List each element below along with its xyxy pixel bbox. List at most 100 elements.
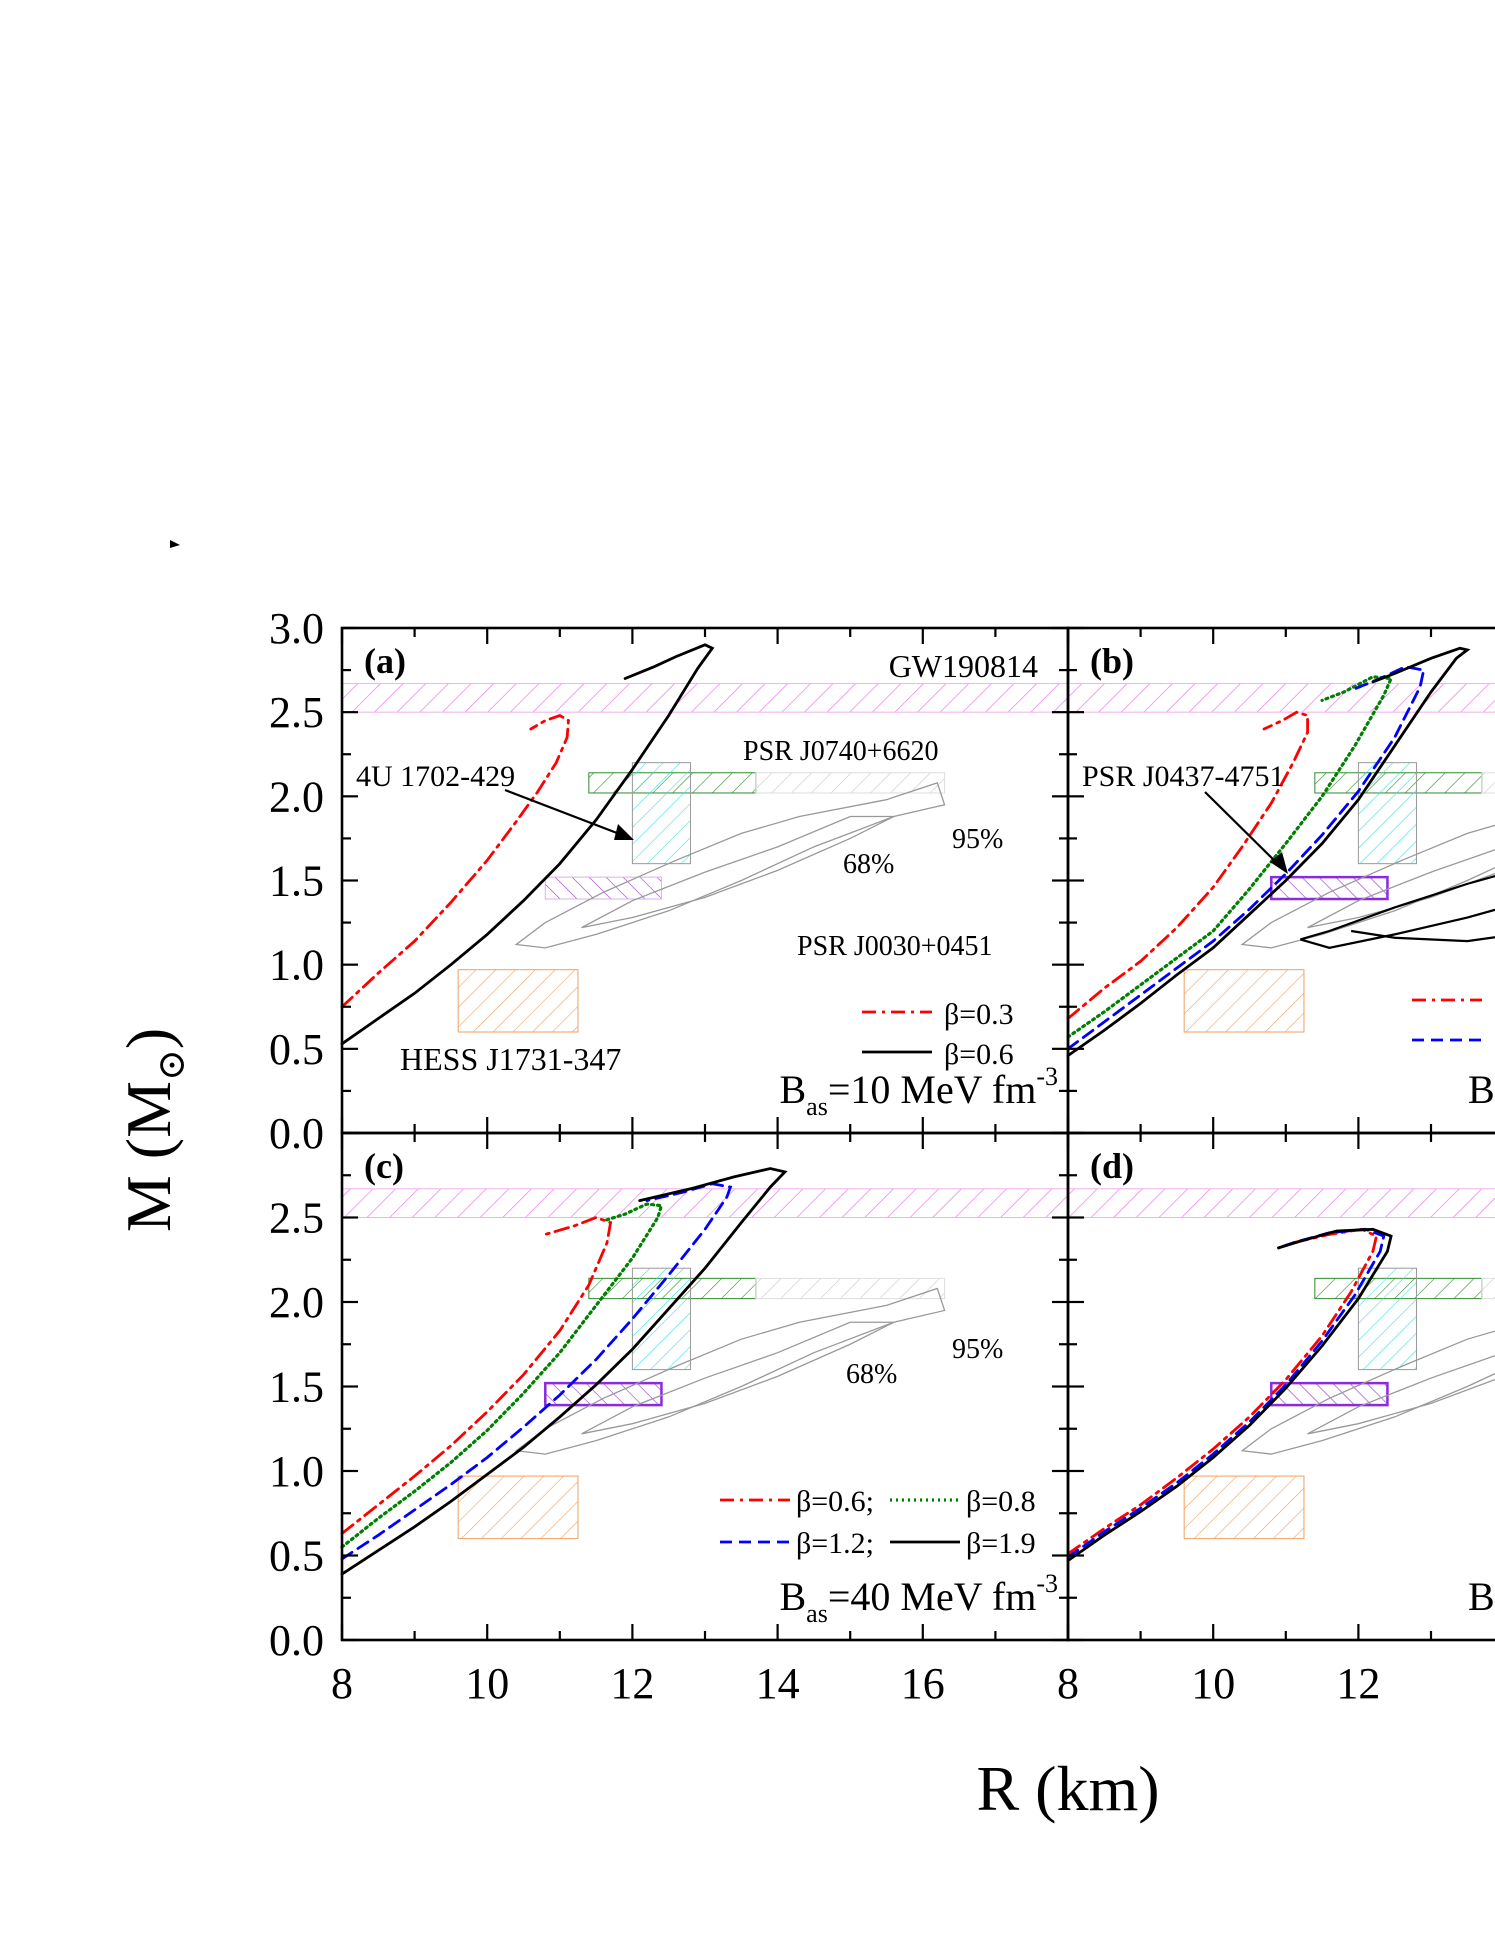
psr-j0437-box xyxy=(1270,1381,1389,1407)
legend-label: β=1.2; xyxy=(796,1527,874,1560)
y-tick-label: 2.5 xyxy=(269,1194,324,1243)
series-line-3 xyxy=(1066,646,1471,1057)
y-tick-label: 0.5 xyxy=(269,1532,324,1581)
y-tick-label: 0.5 xyxy=(269,1025,324,1074)
legend-label: β=1.9 xyxy=(966,1527,1036,1560)
constraint-bands xyxy=(1067,1188,1495,1540)
y-tick-label: 3.0 xyxy=(269,604,324,653)
annotation-psr-j0740: PSR J0740+6620 xyxy=(743,736,939,767)
x-tick-label: 10 xyxy=(1191,1659,1235,1708)
x-tick-label: 10 xyxy=(465,1659,509,1708)
constraint-bands xyxy=(1067,683,1495,1033)
annotation-4u1702: 4U 1702-429 xyxy=(356,760,515,793)
y-axis-label-close: ) xyxy=(113,1028,184,1049)
constraint-bands xyxy=(341,683,1069,1033)
annotation-psr-j0030: PSR J0030+0451 xyxy=(797,931,993,962)
annotation-68: 68% xyxy=(843,849,894,880)
x-tick-label: 8 xyxy=(331,1659,353,1708)
panel-label: (a) xyxy=(364,641,406,681)
psr-j0030-contours xyxy=(514,782,946,949)
y-axis-label: M (M⊙) xyxy=(113,1028,193,1232)
x-tick-label: 16 xyxy=(901,1659,945,1708)
psr-j0740-band-ext xyxy=(755,772,946,794)
annotation-95: 95% xyxy=(952,824,1003,855)
arrow-4u1702 xyxy=(504,788,631,840)
panels-layer: 0.0 0.5 1.0 1.5 2.0 2.5 3.0 (a) Bas=10 MeV fm-3 β… xyxy=(170,540,1495,1708)
contour-68 xyxy=(1307,1355,1495,1435)
series-line-0 xyxy=(1066,710,1309,1020)
psr-j0740-band-ext xyxy=(1481,1277,1495,1300)
series-line-0 xyxy=(340,713,570,1009)
gw190814-band xyxy=(341,683,1069,713)
annotation-gw190814: GW190814 xyxy=(889,648,1038,684)
annotation-68: 68% xyxy=(846,1359,897,1390)
contour-68 xyxy=(581,1321,895,1435)
u1702-box xyxy=(631,762,691,865)
annotation-95: 95% xyxy=(952,1334,1003,1365)
y-tick-label: 1.0 xyxy=(269,1447,324,1496)
contour-95 xyxy=(1240,1330,1495,1455)
gw190814-band xyxy=(341,1188,1069,1219)
legend-label: β=0.8 xyxy=(966,1485,1036,1518)
bas-label: B xyxy=(1468,1574,1495,1619)
chart-panel-d: 8 10 12 (d) B xyxy=(1057,1131,1495,1708)
annotation-psr-j0437: PSR J0437-4751 xyxy=(1082,760,1285,793)
y-tick-label: 0.0 xyxy=(269,1109,324,1158)
series-line-2 xyxy=(340,1182,733,1561)
y-axis-label-main: M (M xyxy=(113,1081,184,1232)
series-line-0 xyxy=(340,1216,613,1535)
u1702-box xyxy=(1357,762,1417,865)
contour-inner xyxy=(1350,929,1495,943)
psr-j0030-contours xyxy=(514,1287,946,1455)
legend-label: β=0.6; xyxy=(796,1485,874,1518)
arrow-head xyxy=(614,824,634,840)
series-line-1 xyxy=(340,643,715,1046)
psr-j0740-band-ext xyxy=(1481,772,1495,794)
y-axis-label-sub: ⊙ xyxy=(151,1049,193,1081)
x-tick-label: 12 xyxy=(1336,1659,1380,1708)
series-line-1 xyxy=(1066,675,1394,1039)
x-tick-label: 12 xyxy=(610,1659,654,1708)
ticks xyxy=(1066,1131,1433,1642)
chart-panel-b: (b) B PSR J0437-4751 xyxy=(1066,626,1495,1135)
chart-panel-a: 0.0 0.5 1.0 1.5 2.0 2.5 3.0 (a) Bas=10 MeV fm-3 β… xyxy=(269,604,1070,1158)
panel-label: (b) xyxy=(1090,641,1134,681)
arrow-head xyxy=(1270,852,1288,874)
y-tick-label: 2.5 xyxy=(269,688,324,737)
y-tick-label: 2.0 xyxy=(269,1278,324,1327)
hess-j1731-box xyxy=(457,969,579,1033)
bas-label: B xyxy=(1468,1067,1495,1112)
annotation-hess: HESS J1731-347 xyxy=(400,1041,621,1077)
y-tick-label: 1.0 xyxy=(269,941,324,990)
y-tick-label: 1.5 xyxy=(269,1363,324,1412)
panel-label: (c) xyxy=(364,1146,404,1186)
hess-j1731-box xyxy=(1183,969,1305,1033)
panel-label: (d) xyxy=(1090,1146,1134,1186)
y-tick-label: 0.0 xyxy=(269,1616,324,1665)
legend-label: β=0.3 xyxy=(944,998,1014,1031)
gw170817-contours xyxy=(1300,875,1495,949)
contour-95 xyxy=(1240,824,1495,949)
x-axis-label: R (km) xyxy=(976,1753,1159,1824)
contour-95 xyxy=(514,1287,946,1455)
ticks xyxy=(1066,626,1433,1135)
arrow-j0437 xyxy=(1204,791,1283,869)
psr-j0030-contours xyxy=(1240,1330,1495,1455)
gw190814-band xyxy=(1067,1188,1495,1219)
series-line-2 xyxy=(1066,1227,1393,1562)
psr-j0437-box xyxy=(544,1381,663,1407)
contour-68 xyxy=(581,815,895,929)
psr-j0740-band-ext xyxy=(755,1277,946,1300)
stray-mark xyxy=(170,540,180,548)
bas-label: Bas=40 MeV fm-3 xyxy=(779,1569,1058,1628)
bas-label: Bas=10 MeV fm-3 xyxy=(779,1062,1058,1121)
hess-j1731-box xyxy=(1183,1475,1305,1540)
series-line-1 xyxy=(340,1202,664,1549)
contour-95 xyxy=(514,782,946,949)
y-tick-label: 1.5 xyxy=(269,857,324,906)
x-tick-label: 8 xyxy=(1057,1659,1079,1708)
hess-j1731-box xyxy=(457,1475,579,1540)
y-tick-label: 2.0 xyxy=(269,772,324,821)
